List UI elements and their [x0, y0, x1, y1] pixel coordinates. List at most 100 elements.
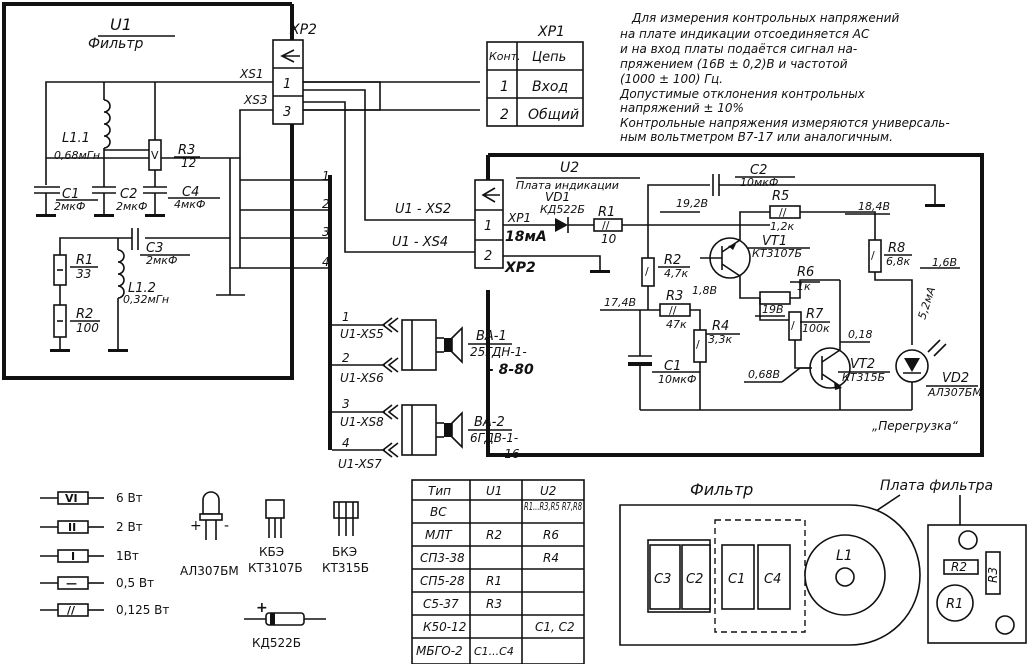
wire-1: 1	[322, 169, 330, 183]
vt1-label: VT1	[762, 234, 787, 249]
v184-label: 18,4В	[858, 200, 890, 213]
led-pinout-icon: + -	[190, 491, 229, 540]
l11-label: L1.1	[62, 131, 90, 146]
sp-xs6: U1-XS6	[340, 371, 384, 385]
wire-2: 2	[322, 197, 330, 211]
layout-c1: C1	[728, 572, 745, 587]
r2-label: R2	[76, 307, 93, 322]
pt-r3-type: СП3-38	[420, 551, 465, 565]
legend-label-1: 6 Вт	[116, 491, 143, 505]
kt315-type: КТ315Б	[322, 561, 369, 575]
c1u2-label: C1	[664, 359, 681, 374]
pt-header-u2: U2	[540, 484, 556, 498]
kd522-diode-icon: +	[244, 600, 326, 626]
r6-label: R6	[797, 265, 814, 280]
v52-label: 5,2мА	[915, 285, 938, 321]
sp-xs5: U1-XS5	[340, 327, 384, 341]
r7-value: 100к	[802, 322, 830, 335]
power-legend: VI 6 Вт II 2 Вт I 1Вт — 0,5 Вт // 0,125 …	[40, 491, 169, 617]
u2-pin1: 1	[484, 219, 492, 234]
svg-text:/: /	[696, 338, 700, 351]
u2-current-label: 18мА	[505, 229, 547, 245]
xp1-row2-n: 2	[500, 107, 509, 123]
u1-xs2-label: U1 - XS2	[395, 202, 451, 217]
vd2-value: АЛ307БМ	[927, 386, 982, 399]
v192-label: 19,2В	[676, 197, 708, 210]
note-line-7: напряжений ± 10%	[620, 101, 744, 115]
c1-value: 2мкФ	[54, 200, 85, 213]
note-line-5: (1000 ± 100) Гц.	[620, 72, 723, 86]
ba2-value: 6ГДВ-1-	[470, 431, 518, 445]
c2-value: 2мкФ	[116, 200, 147, 213]
c3-value: 2мкФ	[146, 254, 177, 267]
pt-r3-u2: R4	[543, 551, 559, 565]
xp1-col-circuit: Цепь	[532, 50, 566, 65]
layout-c4: C4	[764, 572, 781, 587]
svg-text:+: +	[256, 600, 268, 616]
u1-subtitle: Фильтр	[88, 36, 144, 52]
pt-r4-u1: R1	[486, 574, 502, 588]
svg-text:/: /	[791, 319, 795, 332]
layout-c3: C3	[654, 572, 671, 587]
u2-title: U2	[560, 160, 579, 176]
sp-xs7: U1-XS7	[338, 457, 382, 471]
r7-label: R7	[806, 307, 824, 322]
xp1-row2-name: Общий	[528, 107, 579, 123]
vt2-value: КТ315Б	[842, 371, 885, 384]
r8-value: 6,8к	[886, 255, 910, 268]
pt-header-u1: U1	[486, 484, 502, 498]
r1-label: R1	[76, 253, 93, 268]
svg-text:+: +	[190, 518, 202, 534]
kd522-type: КД522Б	[252, 636, 301, 650]
legend-mark-5: //	[67, 604, 76, 617]
pt-r1-u2: R1...R3,R5 R7,R8	[524, 500, 582, 513]
c2u2-value: 10мкФ	[740, 176, 778, 189]
pt-r5-u1: R3	[486, 597, 502, 611]
r1u2-label: R1	[598, 205, 615, 220]
wire-3: 3	[322, 225, 330, 239]
legend-mark-3: I	[71, 550, 75, 563]
speaker-wires: 1 2 3 4 U1 - XS2 U1 - XS4	[303, 81, 480, 450]
r3-label: R3	[178, 143, 195, 158]
pt-r2-u1: R2	[486, 528, 502, 542]
layout-c2: C2	[686, 572, 703, 587]
r3u2-label: R3	[666, 289, 683, 304]
kt3107-pins: КБЭ	[259, 545, 284, 559]
kt315-pinout-icon	[333, 501, 359, 536]
filter-layout-drawing: Фильтр Плата фильтра C3 C2 C1 C4 L1 R2 R…	[619, 478, 1027, 646]
r3u2-value: 47к	[666, 318, 687, 331]
vt1-value: КТ3107Б	[752, 247, 802, 260]
l11-value: 0,68мГн	[54, 149, 100, 162]
pt-r2-u2: R6	[543, 528, 559, 542]
layout-board-label: Плата фильтра	[880, 478, 993, 494]
note-line-6: Допустимые отклонения контрольных	[619, 87, 866, 101]
vd2-label: VD2	[942, 371, 969, 386]
xp1-table-title: XP1	[537, 24, 565, 40]
xs1-label: XS1	[239, 67, 263, 81]
note-line-1: Для измерения контрольных напряжений	[631, 11, 899, 25]
speakers: 1 U1-XS5 2 U1-XS6 3 U1-XS8 4 U1-XS7 BA-1…	[332, 310, 534, 471]
u1-xs4-label: U1 - XS4	[392, 235, 448, 250]
pt-r5-type: С5-37	[423, 597, 459, 611]
u2-xp1-label: XP1	[507, 211, 531, 225]
sp-xs8: U1-XS8	[340, 415, 384, 429]
r2-value: 100	[76, 321, 99, 335]
l12-label: L1.2	[128, 281, 156, 296]
legend-label-3: 1Вт	[116, 549, 139, 563]
kt3107-pinout-icon	[265, 499, 285, 538]
c2u2-label: C2	[750, 163, 767, 178]
xp1-col-contact: Конт.	[489, 50, 521, 63]
v068-label: 0,68В	[748, 368, 780, 381]
r6-value: 1к	[797, 280, 811, 293]
ba1-value2: - 8-80	[488, 362, 534, 378]
overload-label: „Перегрузка“	[872, 419, 959, 433]
u1-title: U1	[110, 15, 132, 34]
svg-text:/: /	[645, 265, 649, 278]
r5-value: 1,2к	[770, 220, 794, 233]
r5-label: R5	[772, 189, 789, 204]
ba2-label: BA-2	[474, 415, 505, 430]
legend-label-2: 2 Вт	[116, 520, 143, 534]
pt-r1-type: ВС	[430, 505, 447, 519]
svg-text://: //	[669, 304, 677, 317]
led-type: АЛ307БМ	[180, 564, 239, 578]
